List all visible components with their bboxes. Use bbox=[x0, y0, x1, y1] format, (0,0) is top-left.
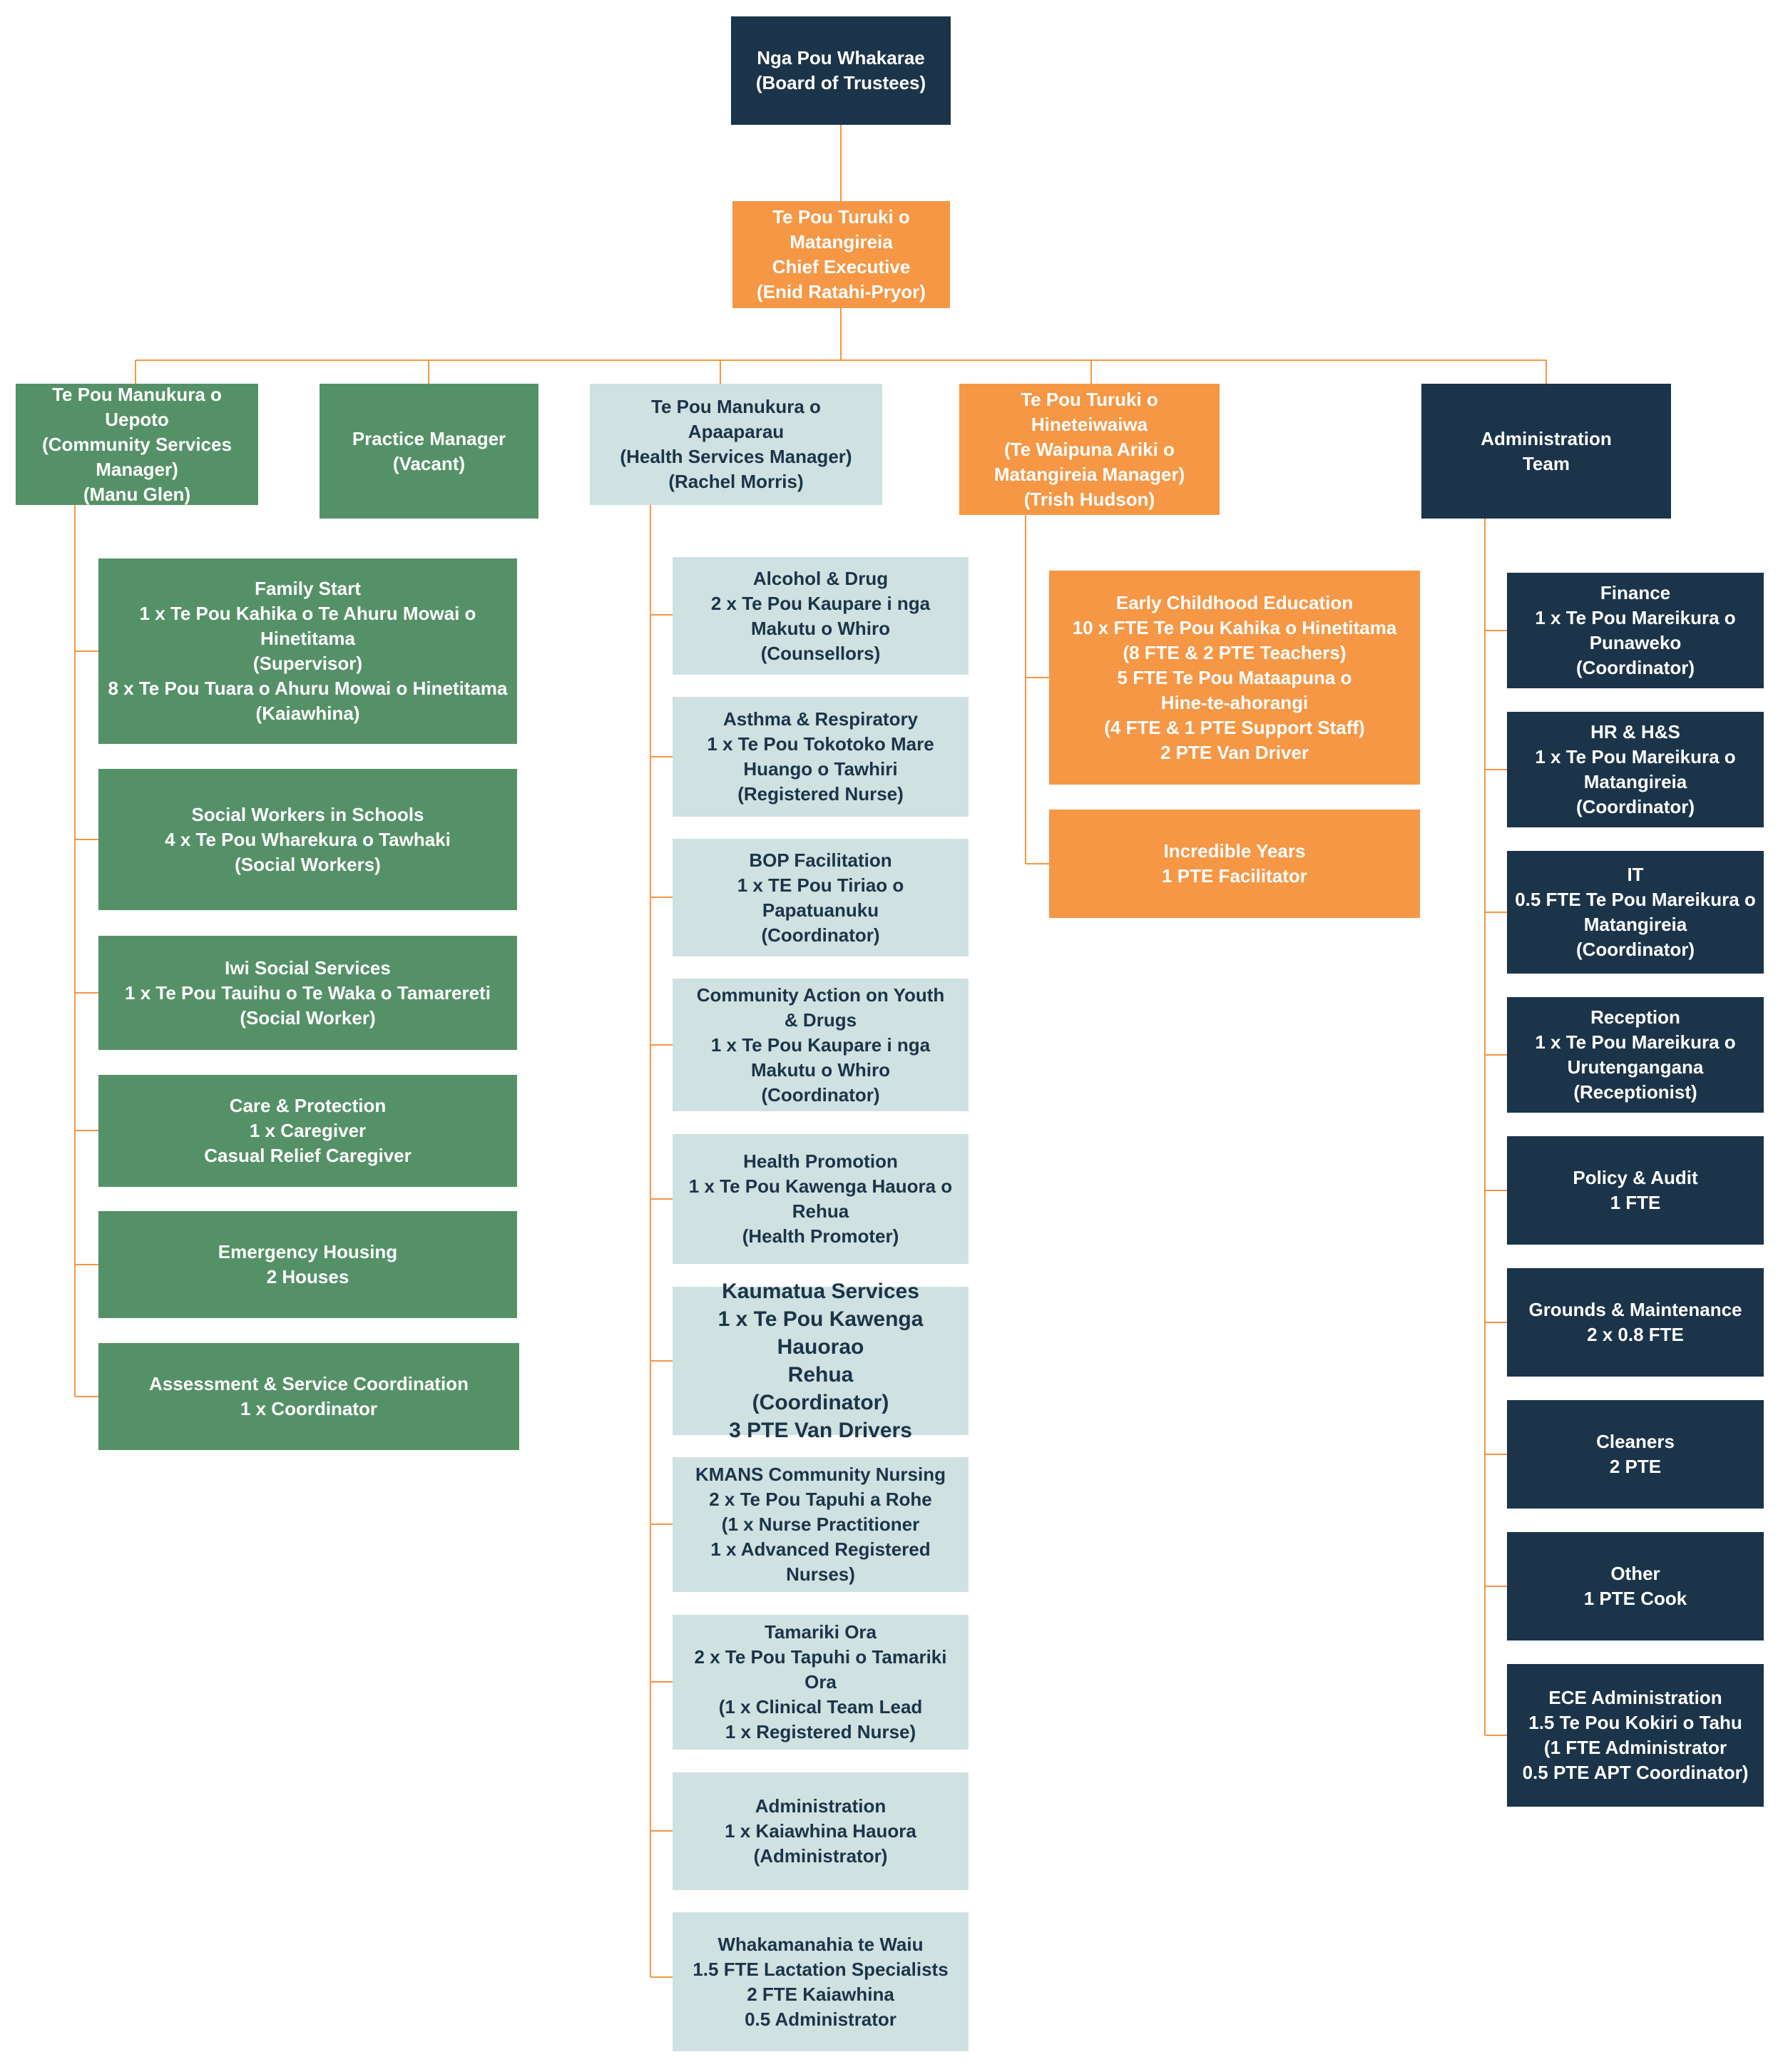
ece-administration-box: ECE Administration 1.5 Te Pou Kokiri o T… bbox=[1507, 1664, 1764, 1807]
tamariki-ora-box: Tamariki Ora 2 x Te Pou Tapuhi o Tamarik… bbox=[673, 1615, 969, 1750]
iwi-social-services-box: Iwi Social Services 1 x Te Pou Tauihu o … bbox=[98, 936, 517, 1050]
community-services-manager-box: Te Pou Manukura o Uepoto (Community Serv… bbox=[16, 384, 258, 505]
health-administration-box: Administration 1 x Kaiawhina Hauora (Adm… bbox=[673, 1772, 969, 1890]
assessment-service-coordination-box: Assessment & Service Coordination 1 x Co… bbox=[98, 1343, 519, 1450]
bop-facilitation-box: BOP Facilitation 1 x TE Pou Tiriao o Pap… bbox=[673, 839, 969, 956]
early-childhood-education-box: Early Childhood Education 10 x FTE Te Po… bbox=[1049, 571, 1420, 785]
other-staff-box: Other 1 PTE Cook bbox=[1507, 1532, 1764, 1640]
care-and-protection-box: Care & Protection 1 x Caregiver Casual R… bbox=[98, 1075, 517, 1187]
community-action-youth-drugs-box: Community Action on Youth & Drugs 1 x Te… bbox=[673, 979, 969, 1111]
alcohol-and-drug-box: Alcohol & Drug 2 x Te Pou Kaupare i nga … bbox=[673, 557, 969, 675]
family-start-box: Family Start 1 x Te Pou Kahika o Te Ahur… bbox=[98, 558, 517, 744]
it-box: IT 0.5 FTE Te Pou Mareikura o Matangirei… bbox=[1507, 851, 1764, 974]
incredible-years-box: Incredible Years 1 PTE Facilitator bbox=[1049, 810, 1420, 918]
asthma-respiratory-box: Asthma & Respiratory 1 x Te Pou Tokotoko… bbox=[673, 697, 969, 817]
policy-and-audit-box: Policy & Audit 1 FTE bbox=[1507, 1136, 1764, 1245]
health-promotion-box: Health Promotion 1 x Te Pou Kawenga Hauo… bbox=[673, 1134, 969, 1264]
finance-box: Finance 1 x Te Pou Mareikura o Punaweko … bbox=[1507, 573, 1764, 688]
reception-box: Reception 1 x Te Pou Mareikura o Uruteng… bbox=[1507, 997, 1764, 1113]
social-workers-in-schools-box: Social Workers in Schools 4 x Te Pou Wha… bbox=[98, 769, 517, 910]
hineteiwaiwa-manager-box: Te Pou Turuki o Hineteiwaiwa (Te Waipuna… bbox=[959, 384, 1220, 515]
practice-manager-box: Practice Manager (Vacant) bbox=[320, 384, 538, 519]
whakamanahia-te-waiu-box: Whakamanahia te Waiu 1.5 FTE Lactation S… bbox=[673, 1912, 969, 2051]
chief-executive-box: Te Pou Turuki o Matangireia Chief Execut… bbox=[732, 201, 950, 308]
administration-team-box: Administration Team bbox=[1421, 384, 1671, 519]
kaumatua-services-box: Kaumatua Services 1 x Te Pou Kawenga Hau… bbox=[673, 1280, 969, 1442]
hr-health-safety-box: HR & H&S 1 x Te Pou Mareikura o Matangir… bbox=[1507, 712, 1764, 827]
board-of-trustees-box: Nga Pou Whakarae (Board of Trustees) bbox=[731, 16, 951, 125]
kmans-community-nursing-box: KMANS Community Nursing 2 x Te Pou Tapuh… bbox=[673, 1457, 969, 1592]
health-services-manager-box: Te Pou Manukura o Apaaparau (Health Serv… bbox=[590, 384, 882, 505]
grounds-and-maintenance-box: Grounds & Maintenance 2 x 0.8 FTE bbox=[1507, 1268, 1764, 1377]
emergency-housing-box: Emergency Housing 2 Houses bbox=[98, 1211, 517, 1318]
cleaners-box: Cleaners 2 PTE bbox=[1507, 1400, 1764, 1509]
